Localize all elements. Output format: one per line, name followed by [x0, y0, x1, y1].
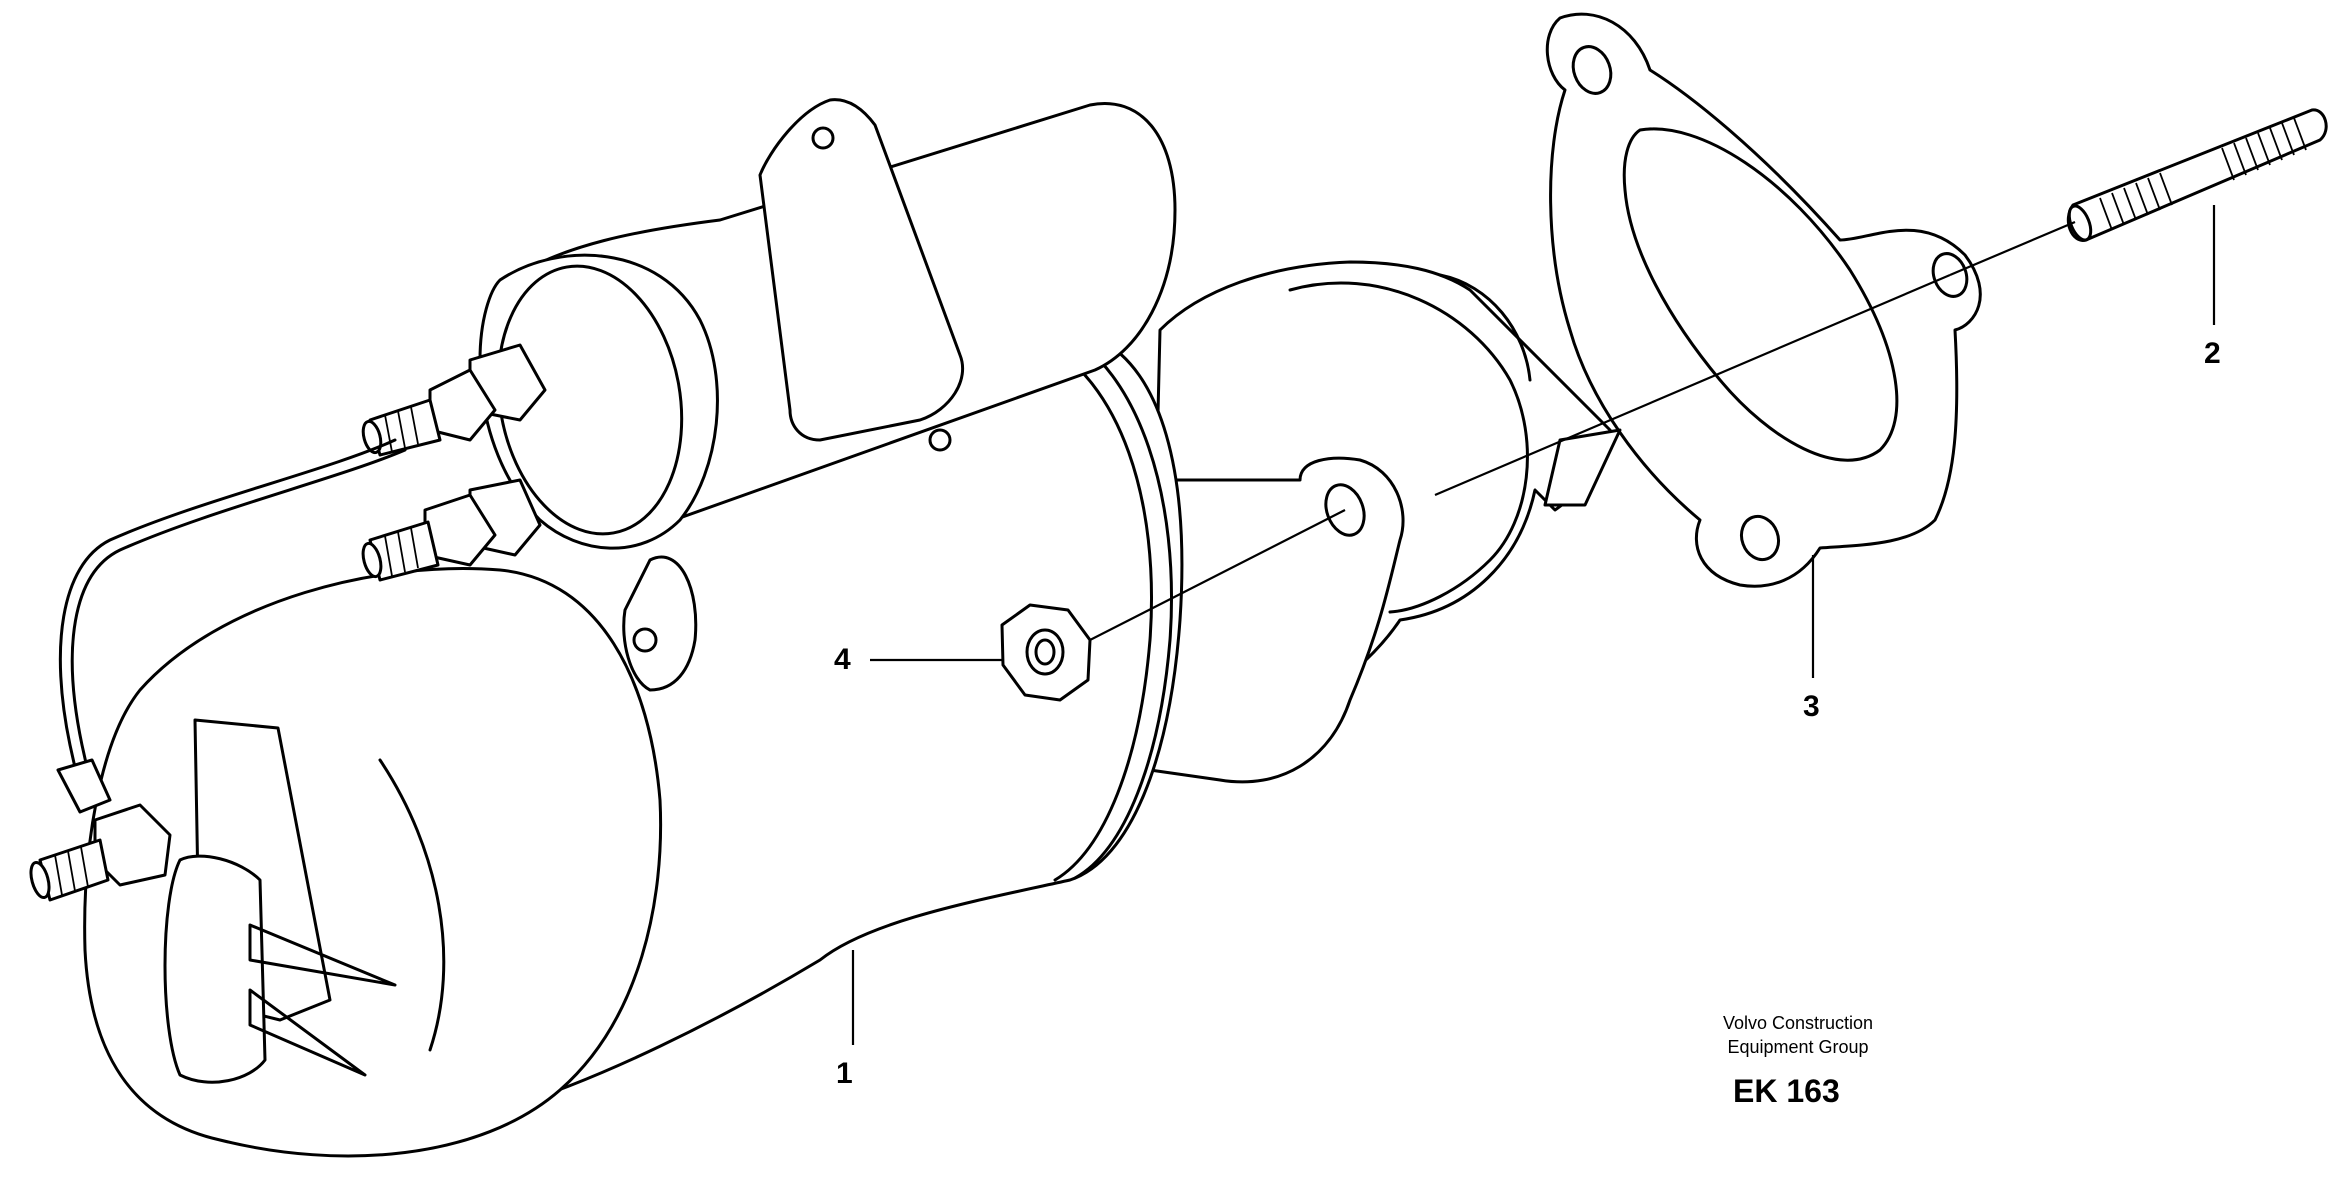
nut-part-4: [1000, 603, 1092, 702]
assembly-line-gasket: [1434, 273, 1951, 497]
company-name-line2: Equipment Group: [1727, 1037, 1869, 1057]
gasket-part-3: [1545, 12, 1982, 588]
assembly-line-stud: [1949, 220, 2076, 277]
diagram-code: EK 163: [1733, 1073, 1840, 1109]
stud-part-2: [2066, 108, 2328, 242]
callout-4: 4: [834, 643, 851, 676]
starter-motor-part-1: [29, 98, 1622, 1158]
callout-1: 1: [836, 1057, 853, 1090]
callout-2: 2: [2204, 337, 2221, 370]
callout-3: 3: [1803, 690, 1820, 723]
company-name-line1: Volvo Construction: [1722, 1013, 1874, 1033]
assembly-line-nut: [1089, 509, 1346, 641]
